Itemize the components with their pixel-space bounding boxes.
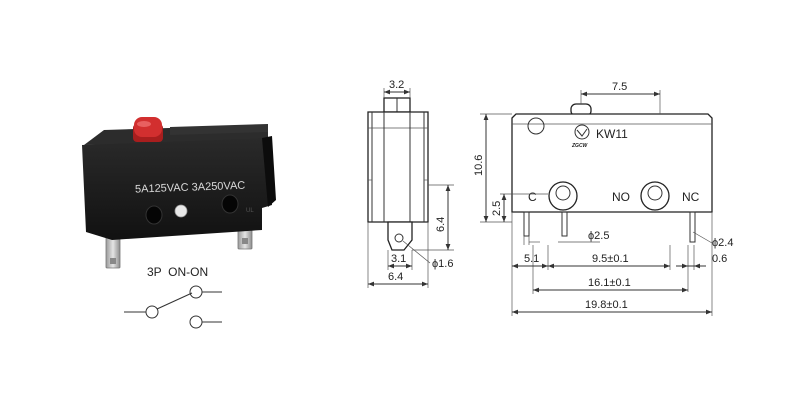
zgcw-logo: ZGCW (571, 124, 590, 149)
terminal-no-label: NO (612, 190, 630, 204)
front-view-drawing: ZGCW KW11 C NO NC 7.5 10.6 2.5 ϕ2. (473, 81, 733, 316)
dim-9-5: 9.5±0.1 (592, 253, 629, 265)
dim-5-1: 5.1 (524, 253, 539, 265)
terminal-nc-label: NC (682, 190, 700, 204)
dim-height: 6.4 (435, 217, 447, 232)
dim-body-height: 10.6 (473, 155, 485, 176)
terminal-c-label: C (528, 190, 537, 204)
switch-product-image: 5A125VAC 3A250VAC UL (82, 117, 276, 269)
mounting-hole-left (145, 205, 163, 225)
dim-hole-dia: ϕ1.6 (432, 258, 453, 270)
svg-text:ZGCW: ZGCW (571, 143, 589, 149)
dim-0-6: 0.6 (712, 253, 727, 265)
mounting-hole-right (221, 194, 239, 214)
actuator-button (133, 117, 163, 142)
model-label: KW11 (596, 127, 628, 141)
side-view-drawing: 3.2 6.4 3.1 6.4 ϕ1.6 (367, 79, 454, 288)
dim-pin-height: 2.5 (491, 201, 503, 216)
dim-pin-dia: ϕ2.5 (588, 230, 609, 242)
dim-16-1: 16.1±0.1 (588, 277, 631, 289)
circuit-symbol (124, 285, 222, 329)
dim-actuator-offset: 7.5 (612, 81, 627, 93)
dim-pin-width: 3.1 (391, 253, 406, 265)
dim-pin-dia-small: ϕ2.4 (712, 237, 733, 249)
switch-body (82, 138, 272, 240)
dim-base-width: 6.4 (388, 271, 403, 283)
dim-top-width: 3.2 (389, 79, 404, 91)
indicator-dot (174, 204, 188, 218)
dim-19-8: 19.8±0.1 (585, 299, 628, 311)
circuit-label: 3P ON-ON (147, 265, 208, 279)
rating-text: 5A125VAC 3A250VAC (135, 180, 246, 196)
svg-text:UL: UL (246, 208, 254, 214)
